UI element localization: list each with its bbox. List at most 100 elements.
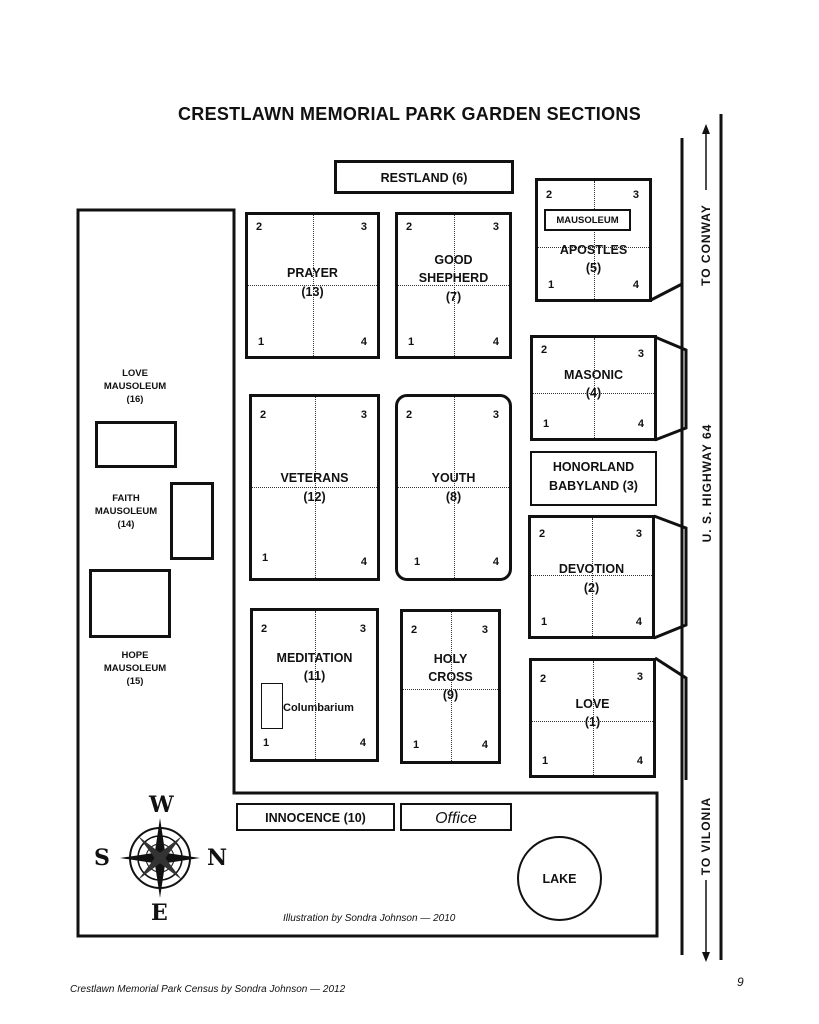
highway-64-label: U. S. HIGHWAY 64	[700, 423, 714, 543]
columbarium-label: Columbarium	[283, 702, 354, 714]
corner-4: 4	[637, 418, 644, 430]
masonic-number: (4)	[585, 386, 602, 400]
devotion-name: DEVOTION	[558, 562, 625, 576]
corner-1: 1	[414, 556, 421, 568]
corner-1: 1	[258, 336, 265, 348]
corner-2: 2	[540, 673, 547, 685]
corner-1: 1	[543, 418, 550, 430]
corner-4: 4	[636, 755, 643, 767]
corner-1: 1	[541, 616, 548, 628]
corner-2: 2	[539, 528, 546, 540]
corner-2: 2	[406, 409, 413, 421]
apostles-number: (5)	[585, 261, 602, 275]
section-apostles[interactable]: 2 3 1 4 MAUSOLEUM APOSTLES (5)	[535, 178, 652, 302]
corner-4: 4	[492, 336, 499, 348]
innocence-label: INNOCENCE (10)	[265, 811, 366, 825]
section-honorland-babyland[interactable]: HONORLAND BABYLAND (3)	[530, 451, 657, 506]
corner-4: 4	[632, 279, 639, 291]
section-innocence[interactable]: INNOCENCE (10)	[236, 803, 395, 831]
holy-cross-line1: HOLY	[433, 652, 468, 666]
corner-3: 3	[635, 528, 642, 540]
corner-4: 4	[492, 556, 499, 568]
faith-mausoleum[interactable]	[170, 482, 214, 560]
corner-4: 4	[635, 616, 642, 628]
corner-2: 2	[546, 189, 553, 201]
hope-mausoleum[interactable]	[89, 569, 171, 638]
office-label: Office	[435, 810, 477, 827]
love-mausoleum-line2: MAUSOLEUM	[103, 381, 167, 392]
to-conway-arrowhead	[702, 124, 710, 134]
section-meditation[interactable]: 2 3 1 4 MEDITATION (11) Columbarium	[250, 608, 379, 762]
section-masonic[interactable]: 2 3 1 4 MASONIC (4)	[530, 335, 657, 441]
corner-1: 1	[413, 739, 420, 751]
corner-1: 1	[548, 279, 555, 291]
section-love[interactable]: 2 3 1 4 LOVE (1)	[529, 658, 656, 778]
prayer-number: (13)	[301, 285, 324, 299]
corner-3: 3	[636, 671, 643, 683]
meditation-number: (11)	[303, 669, 326, 683]
illustration-credit: Illustration by Sondra Johnson — 2010	[283, 913, 456, 924]
lake-label: LAKE	[542, 872, 577, 886]
section-restland[interactable]: RESTLAND (6)	[334, 160, 514, 194]
compass-n: N	[207, 845, 228, 871]
corner-4: 4	[359, 737, 366, 749]
columbarium-box[interactable]	[261, 683, 283, 729]
good-shepherd-number: (7)	[445, 290, 462, 304]
apostles-name: APOSTLES	[559, 243, 628, 257]
corner-2: 2	[541, 344, 548, 356]
section-devotion[interactable]: 2 3 1 4 DEVOTION (2)	[528, 515, 655, 639]
veterans-name: VETERANS	[280, 471, 349, 485]
hope-mausoleum-number: (15)	[126, 676, 144, 687]
property-boundary	[76, 208, 659, 938]
corner-2: 2	[261, 623, 268, 635]
section-prayer[interactable]: 2 3 1 4 PRAYER (13)	[245, 212, 380, 359]
love-name: LOVE	[575, 697, 610, 711]
corner-2: 2	[411, 624, 418, 636]
hope-mausoleum-line2: MAUSOLEUM	[103, 663, 167, 674]
love-mausoleum[interactable]	[95, 421, 177, 468]
good-shepherd-line1: GOOD	[434, 253, 473, 267]
honorland-line1: HONORLAND	[552, 460, 635, 474]
honorland-line2: BABYLAND (3)	[549, 479, 638, 493]
love-mausoleum-line1: LOVE	[122, 368, 148, 379]
compass-rose	[120, 818, 200, 898]
hope-mausoleum-label: HOPE MAUSOLEUM (15)	[80, 649, 190, 688]
love-mausoleum-label: LOVE MAUSOLEUM (16)	[80, 367, 190, 406]
apostles-mausoleum-label: MAUSOLEUM	[556, 215, 619, 226]
faith-mausoleum-line2: MAUSOLEUM	[94, 506, 158, 517]
devotion-number: (2)	[583, 581, 600, 595]
corner-1: 1	[263, 737, 270, 749]
office[interactable]: Office	[400, 803, 512, 831]
love-number: (1)	[584, 715, 601, 729]
corner-4: 4	[481, 739, 488, 751]
youth-number: (8)	[445, 490, 462, 504]
census-credit: Crestlawn Memorial Park Census by Sondra…	[70, 984, 346, 995]
section-veterans[interactable]: 2 3 1 4 VETERANS (12)	[249, 394, 380, 581]
prayer-name: PRAYER	[287, 266, 338, 280]
section-holy-cross[interactable]: 2 3 1 4 HOLY CROSS (9)	[400, 609, 501, 764]
youth-name: YOUTH	[431, 471, 476, 485]
apostles-mausoleum[interactable]: MAUSOLEUM	[544, 209, 631, 231]
masonic-name: MASONIC	[563, 368, 624, 382]
section-good-shepherd[interactable]: 2 3 1 4 GOOD SHEPHERD (7)	[395, 212, 512, 359]
corner-4: 4	[360, 336, 367, 348]
section-youth[interactable]: 2 3 1 4 YOUTH (8)	[395, 394, 512, 581]
love-mausoleum-number: (16)	[126, 394, 144, 405]
to-conway-label: TO CONWAY	[699, 204, 713, 286]
veterans-number: (12)	[303, 490, 326, 504]
hope-mausoleum-line1: HOPE	[121, 650, 149, 661]
compass-e: E	[151, 900, 168, 926]
corner-3: 3	[359, 623, 366, 635]
corner-1: 1	[542, 755, 549, 767]
holy-cross-number: (9)	[442, 688, 459, 702]
corner-4: 4	[360, 556, 367, 568]
compass-s: S	[94, 845, 110, 871]
corner-2: 2	[406, 221, 413, 233]
lake[interactable]: LAKE	[517, 836, 602, 921]
faith-mausoleum-line1: FAITH	[112, 493, 140, 504]
to-vilonia-label: TO VILONIA	[699, 796, 713, 876]
devotion-angle	[653, 514, 688, 640]
corner-3: 3	[492, 221, 499, 233]
love-angle	[654, 656, 688, 780]
